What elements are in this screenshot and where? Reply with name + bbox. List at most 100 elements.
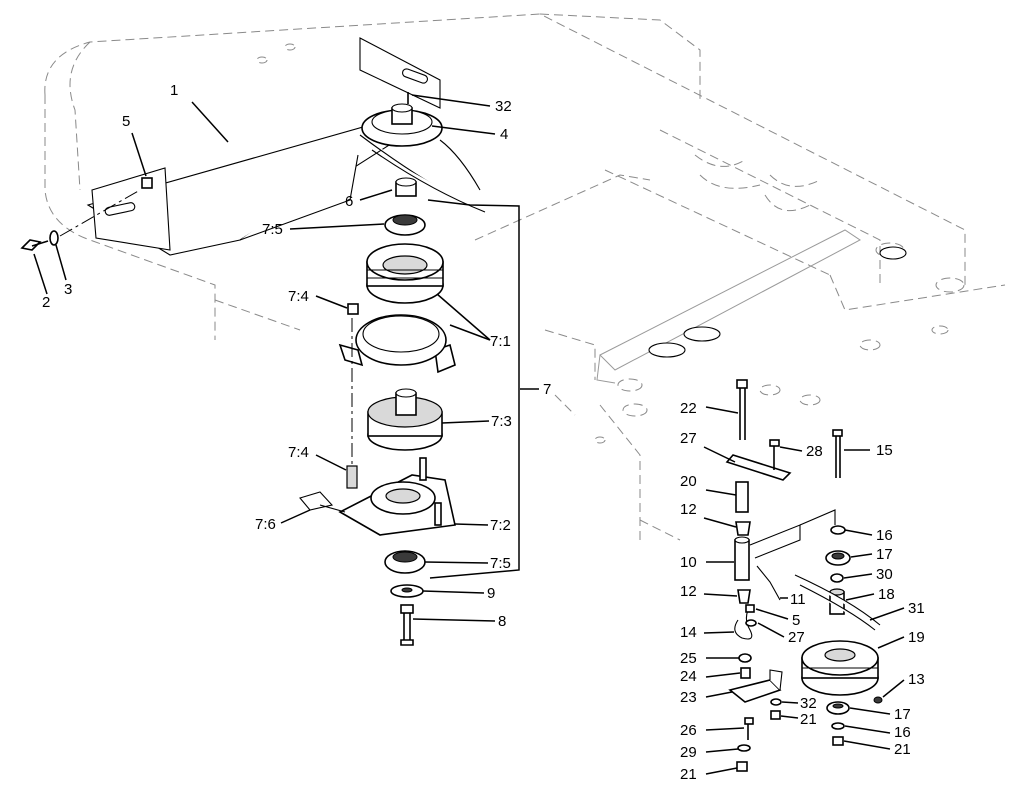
callout-leader-c32a: [411, 94, 491, 107]
callout-leader-c18: [845, 593, 875, 601]
callout-leader-c31: [869, 607, 905, 621]
callout-leader-c20: [705, 489, 737, 496]
field-7-3: [367, 388, 443, 451]
callout-label-c71: 7:1: [490, 333, 511, 350]
callout-label-c1: 1: [170, 82, 178, 99]
callout-label-c13: 13: [908, 671, 925, 688]
callout-leader-c14: [703, 631, 735, 634]
callout-label-c30: 30: [876, 566, 893, 583]
callout-leader-c74b: [315, 454, 347, 471]
callout-label-c76: 7:6: [255, 516, 276, 533]
idler-assembly: [725, 379, 843, 772]
callout-label-c21c: 21: [680, 766, 697, 783]
clutch-housing-7-2: [299, 457, 456, 536]
callout-label-c16a: 16: [876, 527, 893, 544]
bearing-7-5-upper: [384, 214, 426, 236]
nut-7-4: [347, 303, 359, 315]
callout-leader-c75b: [424, 561, 489, 564]
spacer-6: [395, 177, 417, 197]
callout-label-c21a: 21: [800, 711, 817, 728]
callout-leader-c73: [441, 420, 490, 424]
callout-leader-c17a: [850, 553, 873, 558]
callout-label-c20: 20: [680, 473, 697, 490]
callout-leader-c19: [877, 636, 905, 649]
callout-label-c12a: 12: [680, 501, 697, 518]
callout-leader-c32b: [781, 701, 799, 704]
callout-leader-c72: [454, 523, 489, 526]
callout-label-c2: 2: [42, 294, 50, 311]
callout-leader-c17b: [849, 707, 891, 715]
callout-leader-c1: [191, 101, 229, 143]
callout-label-c7: 7: [543, 381, 551, 398]
callout-leader-c75a: [289, 223, 385, 230]
callout-label-c15: 15: [876, 442, 893, 459]
callout-leader-c12a: [703, 517, 737, 528]
callout-label-c25: 25: [680, 650, 697, 667]
bolt-8: [400, 604, 414, 646]
callout-leader-c21a: [780, 715, 799, 719]
callout-label-c6: 6: [345, 193, 353, 210]
callout-label-c27b: 27: [788, 629, 805, 646]
callout-label-c72: 7:2: [490, 517, 511, 534]
callout-leader-c27a: [703, 446, 736, 463]
callout-leader-c24: [705, 672, 741, 678]
callout-label-c17b: 17: [894, 706, 911, 723]
callout-label-c5a: 5: [122, 113, 130, 130]
callout-leader-c8: [412, 618, 496, 622]
callout-leader-c12b: [703, 593, 738, 597]
callout-label-c32b: 32: [800, 695, 817, 712]
assembly-7-bracket: [427, 199, 520, 579]
callout-label-c4: 4: [500, 126, 508, 143]
left-hardware: [20, 177, 153, 251]
callout-label-c11: 11: [790, 591, 806, 608]
callout-label-c22: 22: [680, 400, 697, 417]
callout-label-c26: 26: [680, 722, 697, 739]
callout-label-c19: 19: [908, 629, 925, 646]
callout-label-c10: 10: [680, 554, 697, 571]
callout-label-c74b: 7:4: [288, 444, 309, 461]
callout-leader-c4: [431, 125, 496, 135]
callout-label-c5b: 5: [792, 612, 800, 629]
callout-leader-c23: [705, 691, 733, 698]
idler-pulley-stack: [794, 525, 883, 746]
callout-leader-c26: [705, 727, 745, 731]
callout-leader-c5b: [755, 608, 789, 620]
callout-label-c23: 23: [680, 689, 697, 706]
callout-leader-c30: [843, 573, 873, 579]
callout-label-c28: 28: [806, 443, 823, 460]
callout-leader-c5a: [131, 132, 147, 177]
callout-label-c73: 7:3: [491, 413, 512, 430]
callout-leader-c27b: [757, 622, 785, 638]
callout-label-c75a: 7:5: [262, 221, 283, 238]
callout-leader-c16a: [844, 529, 873, 536]
callout-leader-c22: [705, 406, 739, 414]
callout-leader-c71: [436, 293, 491, 341]
callout-leader-c2: [33, 253, 48, 295]
callout-label-c3: 3: [64, 281, 72, 298]
drive-belt: [359, 134, 486, 213]
callout-label-c21b: 21: [894, 741, 911, 758]
callout-leader-c21c: [705, 767, 738, 775]
callout-leader-c29: [705, 748, 739, 753]
callout-label-c24: 24: [680, 668, 697, 685]
callout-leader-c16b: [844, 725, 891, 734]
callout-label-c74a: 7:4: [288, 288, 309, 305]
frame-rail: [596, 229, 907, 384]
rotor-7-1: [366, 243, 444, 304]
spring-7-4: [346, 465, 358, 489]
callout-label-c16b: 16: [894, 724, 911, 741]
callout-label-c18: 18: [878, 586, 895, 603]
callout-leader-c21b: [843, 740, 891, 750]
callout-label-c17a: 17: [876, 546, 893, 563]
callout-leader-c76: [280, 509, 311, 524]
callout-leader-c71: [449, 324, 491, 341]
mower-frame: [44, 13, 1006, 541]
callout-label-c9: 9: [487, 585, 495, 602]
callout-leader-c6: [359, 189, 393, 201]
callout-label-c27a: 27: [680, 430, 697, 447]
callout-label-c31: 31: [908, 600, 925, 617]
callout-label-c8: 8: [498, 613, 506, 630]
